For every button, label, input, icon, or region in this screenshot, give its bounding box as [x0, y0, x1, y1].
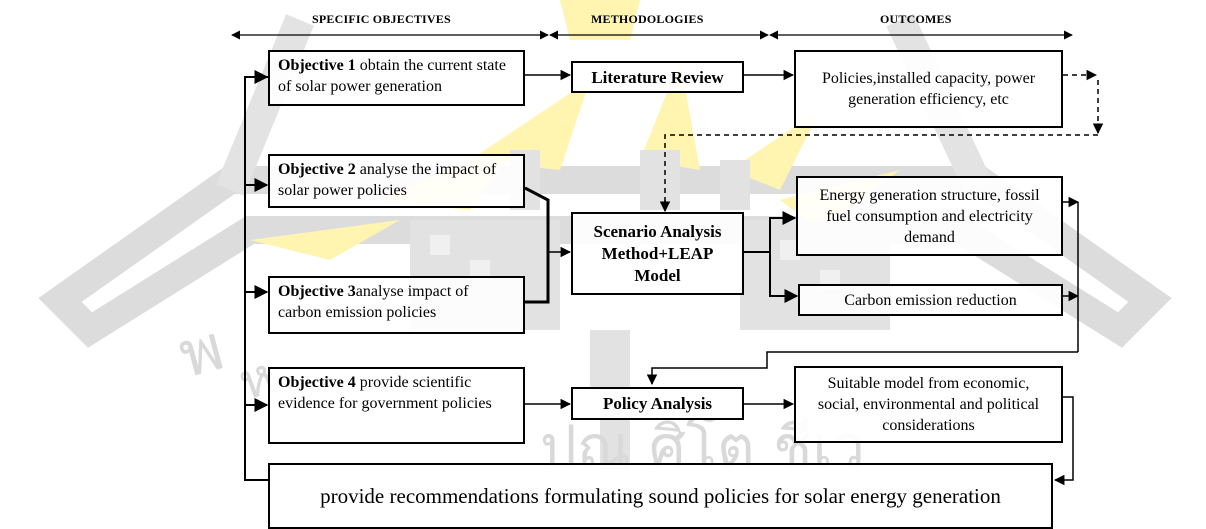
policy-analysis-box: Policy Analysis [571, 387, 744, 420]
header-outcomes: OUTCOMES [880, 12, 952, 26]
outcome-suitable-text: Suitable model from economic, social, en… [817, 375, 1040, 434]
objective-4-box: Objective 4 provide scientific evidence … [268, 367, 525, 444]
outcome-carbon-box: Carbon emission reduction [798, 284, 1063, 316]
header-specific-objectives: SPECIFIC OBJECTIVES [312, 12, 451, 26]
objective-1-label: Objective 1 [278, 57, 356, 74]
outcome-energy-text: Energy generation structure, fossil fuel… [819, 186, 1040, 246]
scenario-analysis-box: Scenario Analysis Method+LEAP Model [571, 212, 744, 295]
objective-3-text: analyse impact of carbon emission polici… [278, 283, 469, 321]
outcome-carbon-text: Carbon emission reduction [844, 291, 1017, 309]
objective-3-box: Objective 3analyse impact of carbon emis… [268, 276, 525, 334]
scenario-analysis-line-1: Scenario Analysis [593, 221, 722, 241]
objective-3-label: Objective 3 [278, 283, 356, 300]
objective-2-text: analyse the impact of solar power polici… [278, 161, 497, 199]
final-recommendation-text: provide recommendations formulating soun… [320, 484, 1001, 508]
watermark-text-left: พ [171, 310, 232, 394]
objective-4-text: provide scientific evidence for governme… [278, 374, 492, 412]
objective-4-label: Objective 4 [278, 374, 356, 391]
header-methodologies: METHODOLOGIES [591, 12, 704, 26]
outcome-policies-text: Policies,installed capacity, power gener… [821, 70, 1036, 108]
connector-to-energy [769, 211, 797, 252]
objective-1-text: obtain the current state of solar power … [278, 57, 506, 95]
objective-2-box: Objective 2 analyse the impact of solar … [268, 154, 525, 208]
literature-review-box: Literature Review [571, 61, 744, 93]
connector-obj3-merge [525, 252, 550, 304]
scenario-analysis-line-2: Method+LEAP [601, 243, 714, 263]
policy-analysis-label: Policy Analysis [602, 394, 713, 413]
scenario-analysis-line-3: Model [634, 265, 681, 285]
literature-review-label: Literature Review [591, 67, 724, 87]
final-recommendation-box: provide recommendations formulating soun… [268, 463, 1053, 529]
outcome-suitable-box: Suitable model from economic, social, en… [794, 366, 1063, 443]
objective-1-box: Objective 1 obtain the current state of … [268, 50, 525, 106]
objective-2-label: Objective 2 [278, 161, 356, 178]
connector-obj2-merge [524, 186, 550, 252]
connector-to-carbon [769, 252, 799, 303]
outcome-policies-box: Policies,installed capacity, power gener… [794, 50, 1063, 128]
outcome-energy-box: Energy generation structure, fossil fuel… [796, 176, 1063, 256]
